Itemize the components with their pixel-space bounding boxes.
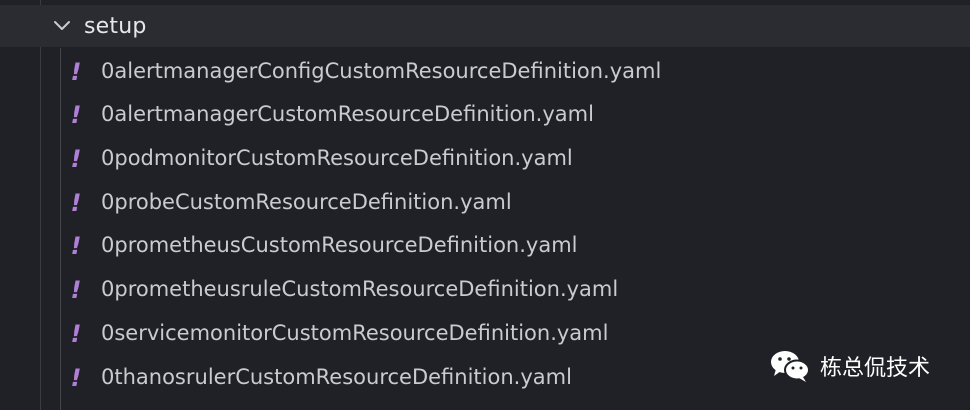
- folder-row-setup[interactable]: setup: [0, 5, 970, 47]
- indent-guide-inner: [60, 48, 61, 410]
- file-row[interactable]: ! 0alertmanagerCustomResourceDefinition.…: [0, 93, 970, 137]
- watermark: 栋总侃技术: [768, 342, 930, 390]
- file-label: 0alertmanagerConfigCustomResourceDefinit…: [101, 59, 662, 83]
- yaml-exclamation-icon: !: [70, 189, 82, 217]
- file-row[interactable]: ! 0alertmanagerConfigCustomResourceDefin…: [0, 50, 970, 94]
- file-row[interactable]: ! 0prometheusruleCustomResourceDefinitio…: [0, 268, 970, 312]
- file-label: 0prometheusruleCustomResourceDefinition.…: [101, 277, 619, 301]
- file-row[interactable]: ! 0podmonitorCustomResourceDefinition.ya…: [0, 137, 970, 181]
- file-label: 0thanosrulerCustomResourceDefinition.yam…: [101, 365, 572, 389]
- chevron-down-icon: [54, 21, 70, 30]
- file-label: 0prometheusCustomResourceDefinition.yaml: [101, 233, 578, 257]
- yaml-exclamation-icon: !: [70, 101, 82, 129]
- yaml-exclamation-icon: !: [70, 320, 82, 348]
- folder-label: setup: [84, 14, 147, 39]
- wechat-icon: [771, 351, 810, 382]
- yaml-exclamation-icon: !: [70, 364, 82, 392]
- yaml-exclamation-icon: !: [70, 58, 82, 86]
- yaml-exclamation-icon: !: [70, 276, 82, 304]
- yaml-exclamation-icon: !: [70, 145, 82, 173]
- file-row[interactable]: ! 0prometheusCustomResourceDefinition.ya…: [0, 224, 970, 268]
- watermark-text: 栋总侃技术: [820, 356, 931, 381]
- file-row[interactable]: ! 0probeCustomResourceDefinition.yaml: [0, 181, 970, 225]
- file-row[interactable]: ! 0thanosrulerCustomResourceDefinition.y…: [0, 356, 970, 400]
- file-label: 0alertmanagerCustomResourceDefinition.ya…: [101, 102, 594, 126]
- file-row[interactable]: ! 0servicemonitorCustomResourceDefinitio…: [0, 312, 970, 356]
- file-label: 0podmonitorCustomResourceDefinition.yaml: [101, 146, 573, 170]
- file-label: 0servicemonitorCustomResourceDefinition.…: [101, 321, 609, 345]
- yaml-exclamation-icon: !: [70, 232, 82, 260]
- indent-guide-outer: [40, 0, 41, 410]
- file-label: 0probeCustomResourceDefinition.yaml: [101, 190, 512, 214]
